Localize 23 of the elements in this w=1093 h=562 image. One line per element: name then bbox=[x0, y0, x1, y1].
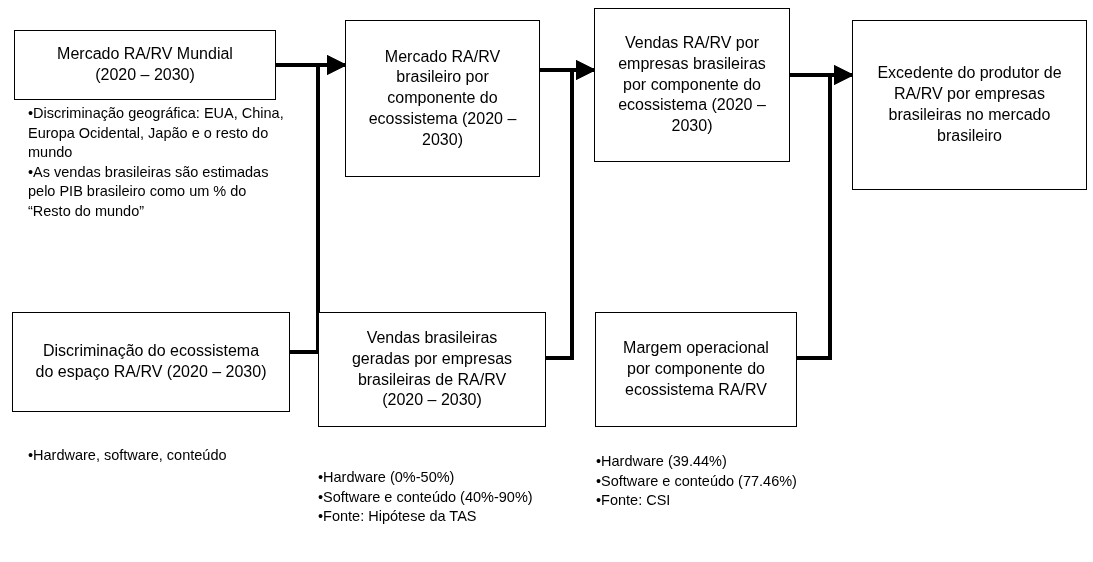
bullet-note: •Fonte: Hipótese da TAS bbox=[318, 507, 478, 527]
process-box bbox=[318, 312, 546, 427]
box-text: Mercado RA/RV brasileiro por componente do ecossistema (2020 – 2030) bbox=[367, 46, 518, 150]
process-box bbox=[852, 20, 1087, 190]
box-text: Discriminação do ecossistema do espaço RA/RV (2020 – 2030) bbox=[34, 341, 268, 382]
bullet-note: •Fonte: CSI bbox=[596, 491, 672, 511]
bullet-note: •Discriminação geográfica: EUA, China, Europa Ocidental, Japão e o resto do mundo bbox=[28, 104, 285, 163]
process-box bbox=[594, 8, 790, 162]
box-text: Mercado RA/RV Mundial (2020 – 2030) bbox=[56, 44, 234, 85]
bullet-note: •Hardware (39.44%) bbox=[596, 452, 728, 471]
bullet-note: •Hardware, software, conteúdo bbox=[28, 446, 228, 465]
box-text: Vendas RA/RV por empresas brasileiras por componente do ecossistema (2020 – 2030) bbox=[617, 33, 767, 137]
bullet-note: •Hardware (0%-50%) bbox=[318, 468, 456, 487]
bullet-note: •Software e conteúdo (40%-90%) bbox=[318, 487, 534, 507]
box-text: Margem operacional por componente do ecossistema RA/RV bbox=[622, 338, 770, 400]
box-text: Excedente do produtor de RA/RV por empresas brasileiras no mercado brasileiro bbox=[876, 63, 1063, 146]
box-text: Vendas brasileiras geradas por empresas brasileiras de RA/RV (2020 – 2030) bbox=[350, 327, 514, 411]
bullet-note: •Software e conteúdo (77.46%) bbox=[596, 471, 798, 491]
process-box bbox=[12, 312, 290, 412]
process-box bbox=[14, 30, 276, 100]
process-box bbox=[595, 312, 797, 427]
bullet-note: •As vendas brasileiras são estimadas pelo PIB brasileiro como um % do “Resto do mundo” bbox=[28, 162, 270, 221]
process-box bbox=[345, 20, 540, 177]
